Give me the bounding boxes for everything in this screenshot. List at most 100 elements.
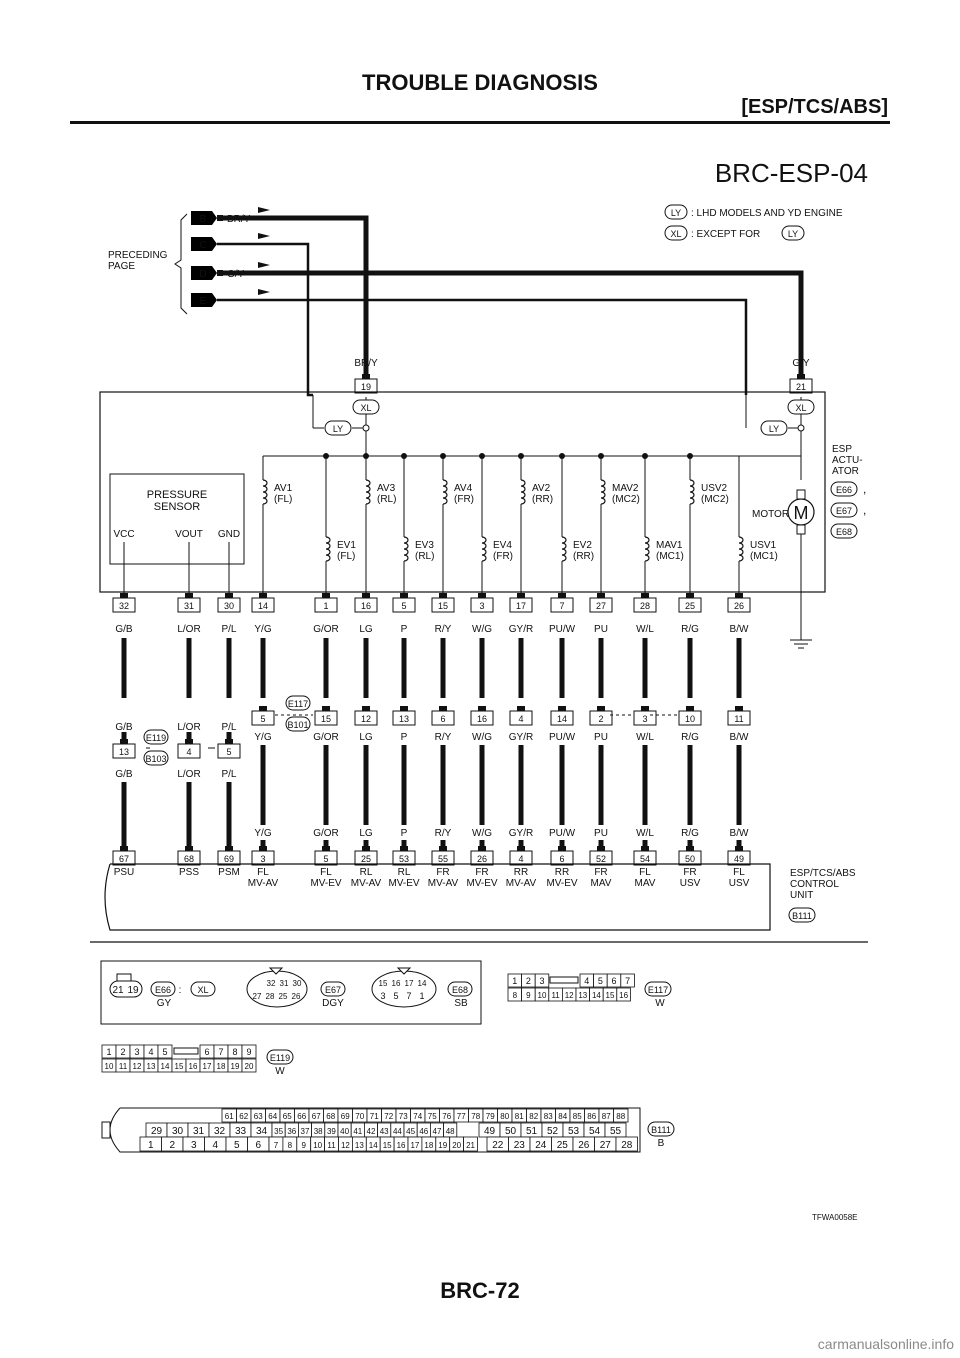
act-pin-1-4-number: 1 (323, 601, 328, 611)
e67-pin-28: 28 (266, 992, 275, 1001)
e119r1-pin-13: 13 (147, 1062, 156, 1071)
cu-pin-49-number: 49 (734, 854, 744, 864)
e117b-pin-4: 4 (584, 976, 589, 986)
e66-colon: : (179, 985, 182, 996)
mid-pin-0 (112, 743, 136, 759)
act-pin-3-8-number: 3 (479, 601, 484, 611)
act-pin-21-number: 21 (796, 382, 806, 392)
b111r2b-pin-17: 17 (410, 1141, 419, 1150)
e119b-pin-8: 8 (232, 1047, 237, 1057)
act-pin-32-0 (112, 597, 136, 613)
cu-pin-55 (431, 850, 455, 866)
solenoid-coil-ev2 (561, 536, 567, 562)
e67-tag-label: E67 (325, 985, 341, 995)
b111r0-pin-88: 88 (616, 1112, 625, 1121)
wire-label-bottom-4: G/OR (313, 828, 339, 839)
cu-pin-5-number: 5 (323, 854, 328, 864)
page-subtitle: [ESP/TCS/ABS] (741, 96, 888, 118)
wire-label-top-10: PU/W (549, 624, 576, 635)
act-pin-16-5-number: 16 (361, 601, 371, 611)
b111r0-pin-71: 71 (370, 1112, 379, 1121)
cu-label-0-0: PSU (114, 867, 135, 878)
cu-pin-68 (177, 850, 201, 866)
actuator-comma-0: , (863, 482, 866, 496)
mid-pin-6 (392, 710, 416, 726)
solenoid-coil-mav1 (644, 536, 650, 562)
cu-label-12-0: FL (639, 867, 651, 878)
b111r0-pin-65: 65 (283, 1112, 292, 1121)
wire-label-mid-9: GY/R (509, 732, 533, 743)
mid-pin-7 (431, 710, 455, 726)
joint-b103-label: B103 (145, 754, 166, 764)
actuator-name-0: ESP (832, 444, 852, 455)
mid-pin-6-tab (400, 706, 408, 711)
cu-label-8-0: FR (475, 867, 488, 878)
e68-pin-5: 5 (393, 991, 398, 1001)
solenoid-name-ev3: EV3 (415, 540, 434, 551)
motor-brush-bottom (796, 524, 806, 535)
actuator-connector-E67 (830, 502, 858, 518)
cu-label-8-1: MV-EV (466, 878, 497, 889)
e66-pin-21: 21 (112, 985, 124, 996)
e117r1-pin-16: 16 (619, 991, 628, 1000)
header-rule (70, 121, 890, 124)
preceding-flag-E (191, 293, 217, 307)
solenoid-name-ev4: EV4 (493, 540, 512, 551)
b111r2c-pin-27: 27 (600, 1140, 612, 1151)
e117-tag-label: E117 (648, 985, 668, 995)
e68-pin-14: 14 (418, 979, 427, 988)
act-pin-31-1-number: 31 (184, 601, 194, 611)
mid-pin-1 (177, 743, 201, 759)
b111r2a-pin-4: 4 (212, 1140, 218, 1151)
mid-pin-4 (314, 710, 338, 726)
e68-pin-7: 7 (406, 991, 411, 1001)
act-pin-21 (789, 378, 813, 394)
legend-ly-tag-label: LY (671, 208, 681, 218)
b111r0-pin-81: 81 (515, 1112, 524, 1121)
b111r1b-pin-46: 46 (419, 1127, 428, 1136)
solenoid-coil-av1 (262, 479, 268, 505)
cu-label-3-0: FL (257, 867, 269, 878)
cu-pin-4-tab (517, 846, 525, 851)
solenoid-name-mav2: MAV2 (612, 483, 639, 494)
cu-pin-67-tab (120, 846, 128, 851)
b111r0-pin-62: 62 (239, 1112, 248, 1121)
preceding-letter-B: B (200, 214, 207, 225)
act-pin-17-9 (509, 597, 533, 613)
mid-pin-7-tab (439, 706, 447, 711)
cu-pin-6-tab (558, 846, 566, 851)
b111r1b-pin-42: 42 (367, 1127, 376, 1136)
mid-pin-5-tab (362, 706, 370, 711)
b111r2c-pin-22: 22 (492, 1140, 504, 1151)
wire-label-mid-14: B/W (730, 732, 749, 743)
cu-pin-68-number: 68 (184, 854, 194, 864)
b111r0-pin-72: 72 (384, 1112, 393, 1121)
e67-pin-25: 25 (279, 992, 288, 1001)
e119r1-pin-10: 10 (105, 1062, 114, 1071)
act-pin-25-13-tab (686, 593, 694, 598)
solenoid-name-av2: AV2 (532, 483, 551, 494)
b111r2b-pin-13: 13 (355, 1141, 364, 1150)
b111r2b-pin-15: 15 (383, 1141, 392, 1150)
e117b-pin-6: 6 (611, 976, 616, 986)
e67-pin-31: 31 (280, 979, 289, 988)
e119-cell-0-4 (157, 1044, 173, 1059)
wire-label-mid-b-0: G/B (115, 769, 133, 780)
e119-latch (173, 1047, 199, 1055)
solenoid-sub-av2: (RR) (532, 494, 553, 505)
act-pin-5-6-number: 5 (401, 601, 406, 611)
b111r1b-pin-37: 37 (301, 1127, 310, 1136)
xl-tag-left (352, 399, 380, 415)
pressure-sensor-title-1: PRESSURE (147, 489, 208, 501)
mid-pin-13 (678, 710, 702, 726)
pressure-sensor-title-2: SENSOR (154, 501, 201, 513)
b111r0-pin-80: 80 (500, 1112, 509, 1121)
act-pin-28-12 (633, 597, 657, 613)
b111r2a-pin-3: 3 (191, 1140, 197, 1151)
wire-label-bottom-14: B/W (730, 828, 749, 839)
act-pin-27-11-number: 27 (596, 601, 606, 611)
b111r2c-cell-0-6 (615, 1136, 638, 1152)
b111r1b-pin-40: 40 (340, 1127, 349, 1136)
wire-label-top-4: G/OR (313, 624, 339, 635)
watermark: carmanualsonline.info (817, 1336, 954, 1352)
